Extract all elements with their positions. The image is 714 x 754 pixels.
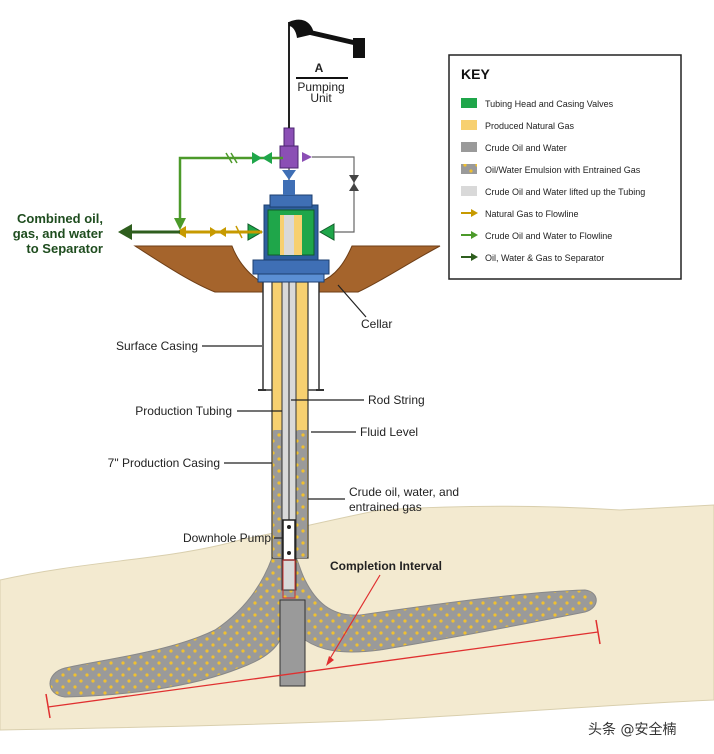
- fluid-level-label: Fluid Level: [360, 425, 418, 439]
- key-item-label: Crude Oil and Water to Flowline: [485, 231, 612, 241]
- crude-label-2: entrained gas: [349, 500, 422, 514]
- bypass-line: [312, 156, 355, 233]
- combined-label-2: gas, and water: [13, 226, 103, 241]
- key-swatch: [461, 98, 477, 108]
- crude-label-1: Crude oil, water, and: [349, 485, 459, 499]
- tubing-hanger: [269, 194, 313, 208]
- key-item-label: Oil, Water & Gas to Separator: [485, 253, 604, 263]
- watermark: 头条 @安全楠: [588, 721, 676, 738]
- key-item: Natural Gas to Flowline: [461, 209, 579, 219]
- key-swatch: [461, 120, 477, 130]
- key-item-label: Crude Oil and Water lifted up the Tubing: [485, 187, 645, 197]
- crank-weight: [353, 38, 365, 58]
- key-item-label: Produced Natural Gas: [485, 121, 575, 131]
- key-arrow-icon: [461, 209, 478, 217]
- key-item: Crude Oil and Water lifted up the Tubing: [461, 186, 645, 197]
- wing-valve-purple: [302, 152, 312, 162]
- key-arrow-icon: [461, 231, 478, 239]
- pumping-unit-label-1: Pumping: [297, 80, 344, 94]
- wellhead-base: [252, 259, 330, 275]
- horsehead: [289, 19, 314, 38]
- key-swatch: [461, 142, 477, 152]
- key-swatch: [461, 186, 477, 196]
- cellar-soil: [133, 245, 441, 293]
- cellar-label: Cellar: [361, 317, 392, 331]
- rod-string-label: Rod String: [368, 393, 425, 407]
- surface-casing-label: Surface Casing: [116, 339, 198, 353]
- completion-interval-label: Completion Interval: [330, 559, 442, 573]
- walking-beam: [307, 29, 361, 47]
- key-item: Oil, Water & Gas to Separator: [461, 253, 604, 263]
- emulsion-channel: [49, 557, 597, 698]
- production-tubing-label: Production Tubing: [135, 404, 232, 418]
- key-item-label: Tubing Head and Casing Valves: [485, 99, 614, 109]
- key-item-label: Natural Gas to Flowline: [485, 209, 579, 219]
- key-item: Crude Oil and Water to Flowline: [461, 231, 612, 241]
- key-swatch: [461, 164, 477, 174]
- key-item-label: Oil/Water Emulsion with Entrained Gas: [485, 165, 641, 175]
- completion-interval-line: [47, 631, 599, 708]
- crude-flowline: [178, 156, 283, 224]
- rat-hole: [279, 599, 306, 687]
- key-item: Tubing Head and Casing Valves: [461, 98, 614, 109]
- combined-label-1: Combined oil,: [17, 211, 103, 226]
- key-item: Crude Oil and Water: [461, 142, 567, 153]
- separator-arrowhead: [118, 224, 132, 240]
- key-arrow-icon: [461, 253, 478, 261]
- combined-label-3: to Separator: [26, 241, 103, 256]
- key-box: [448, 54, 682, 280]
- pumping-unit-label-2: Unit: [310, 91, 332, 105]
- pumping-unit-symbol: A: [315, 61, 324, 75]
- key-title: KEY: [461, 66, 490, 82]
- key-item-label: Crude Oil and Water: [485, 143, 567, 153]
- key-item: Oil/Water Emulsion with Entrained Gas: [461, 164, 641, 175]
- key-item: Produced Natural Gas: [461, 120, 575, 131]
- production-casing-label: 7" Production Casing: [108, 456, 220, 470]
- downhole-pump-label: Downhole Pump: [183, 531, 271, 545]
- casing-valve-right: [318, 223, 335, 241]
